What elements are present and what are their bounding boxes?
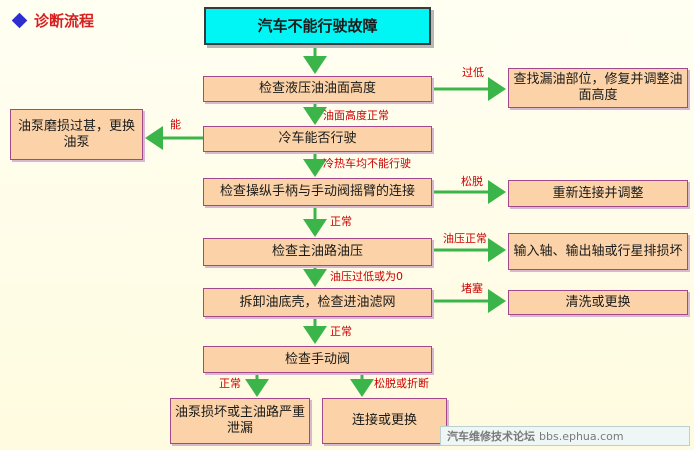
watermark-site-name: 汽车维修技术论坛	[447, 430, 535, 443]
label-can: 能	[170, 118, 181, 131]
node-pump-leak: 油泵损坏或主油路严重泄漏	[170, 398, 310, 444]
label-hot-cold-fail: 冷热车均不能行驶	[323, 157, 411, 170]
node-check-main-pressure: 检查主油路油压	[203, 238, 432, 266]
label-normal-3: 正常	[219, 377, 241, 390]
label-loose: 松脱	[461, 175, 483, 188]
node-check-fluid: 检查液压油油面高度	[203, 76, 432, 102]
node-shaft-damage: 输入轴、输出轴或行星排损坏	[508, 233, 688, 270]
label-too-low: 过低	[462, 66, 484, 79]
section-header: 诊断流程	[10, 9, 94, 31]
node-reconnect: 重新连接并调整	[508, 180, 688, 207]
label-blocked: 堵塞	[461, 282, 483, 295]
site-watermark: 汽车维修技术论坛 bbs.ephua.com	[440, 426, 690, 446]
watermark-url: bbs.ephua.com	[539, 429, 624, 443]
node-check-manual-valve: 检查手动阀	[203, 346, 432, 373]
node-connect-replace: 连接或更换	[322, 398, 447, 444]
node-cold-start: 冷车能否行驶	[203, 126, 432, 152]
node-find-leak: 查找漏油部位，修复并调整油面高度	[508, 68, 688, 108]
node-check-filter: 拆卸油底壳，检查进油滤网	[203, 288, 432, 317]
label-pressure-normal: 油压正常	[443, 232, 487, 245]
node-check-linkage: 检查操纵手柄与手动阀摇臂的连接	[203, 178, 432, 206]
label-normal-1: 正常	[330, 215, 352, 228]
node-clean-replace: 清洗或更换	[508, 290, 688, 315]
node-pump-wear: 油泵磨损过甚，更换油泵	[10, 109, 143, 160]
label-normal-2: 正常	[330, 325, 352, 338]
label-pressure-low: 油压过低或为0	[330, 270, 403, 283]
section-title: 诊断流程	[34, 11, 95, 30]
label-level-normal: 油面高度正常	[323, 109, 389, 122]
node-start: 汽车不能行驶故障	[204, 7, 431, 45]
label-loose-broken: 松脱或折断	[374, 377, 429, 390]
